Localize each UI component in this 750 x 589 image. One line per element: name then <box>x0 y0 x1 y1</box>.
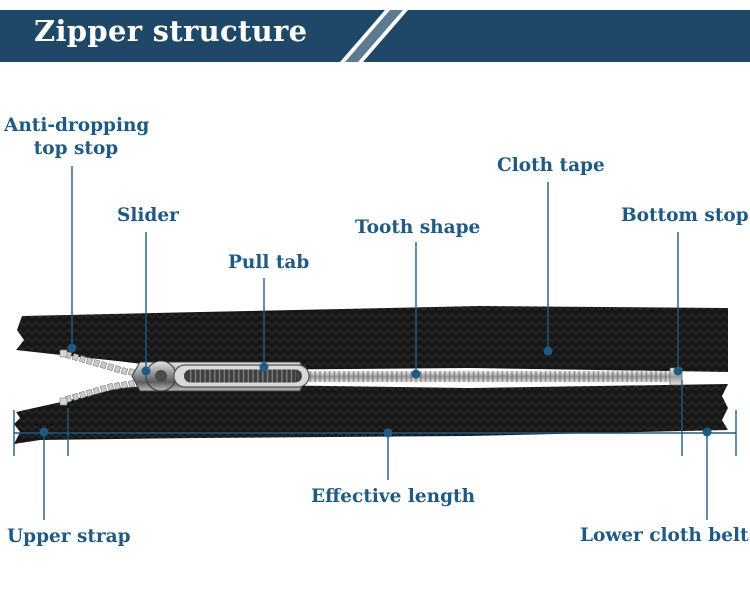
pointer-dot-pull-tab <box>259 362 269 372</box>
banner-right-panel <box>363 10 750 62</box>
upper-tape <box>16 306 728 372</box>
label-cloth-tape: Cloth tape <box>497 155 605 176</box>
pointer-dot-lower-belt <box>702 427 712 437</box>
lower-tape <box>14 384 728 444</box>
lower-teeth <box>64 378 143 403</box>
pointer-dot-effective <box>383 428 393 438</box>
label-upper-strap: Upper strap <box>7 526 131 547</box>
pointer-dot-slider <box>141 366 151 376</box>
label-tooth-shape: Tooth shape <box>355 217 481 238</box>
label-lower-cloth-belt: Lower cloth belt <box>580 525 749 546</box>
label-bottom-stop: Bottom stop <box>621 205 749 226</box>
slider-part <box>131 360 310 392</box>
page-title: Zipper structure <box>34 14 308 48</box>
pointer-dots <box>39 343 712 438</box>
label-pull-tab: Pull tab <box>228 252 310 273</box>
label-anti-dropping: Anti-dropping top stop <box>4 114 150 160</box>
closed-teeth <box>300 371 672 382</box>
pointer-dot-upper-strap <box>39 427 49 437</box>
label-anti-dropping-line1: Anti-dropping <box>4 115 150 136</box>
pointer-dot-cloth-tape <box>543 346 553 356</box>
zipper-image <box>14 306 728 444</box>
pointer-dot-anti-dropping <box>67 343 77 353</box>
label-slider: Slider <box>117 205 179 226</box>
header-banner <box>0 10 750 62</box>
top-stop-lower <box>59 397 68 406</box>
label-effective-length: Effective length <box>311 486 476 507</box>
top-stop-upper <box>59 349 68 358</box>
zipper-diagram <box>13 166 737 520</box>
pointer-lines <box>13 166 737 520</box>
banner-stripe <box>345 10 403 62</box>
pointer-dot-tooth <box>411 369 421 379</box>
banner-left-panel <box>0 10 385 62</box>
label-anti-dropping-line2: top stop <box>33 138 119 159</box>
pointer-dot-bottom-stop <box>673 366 683 376</box>
